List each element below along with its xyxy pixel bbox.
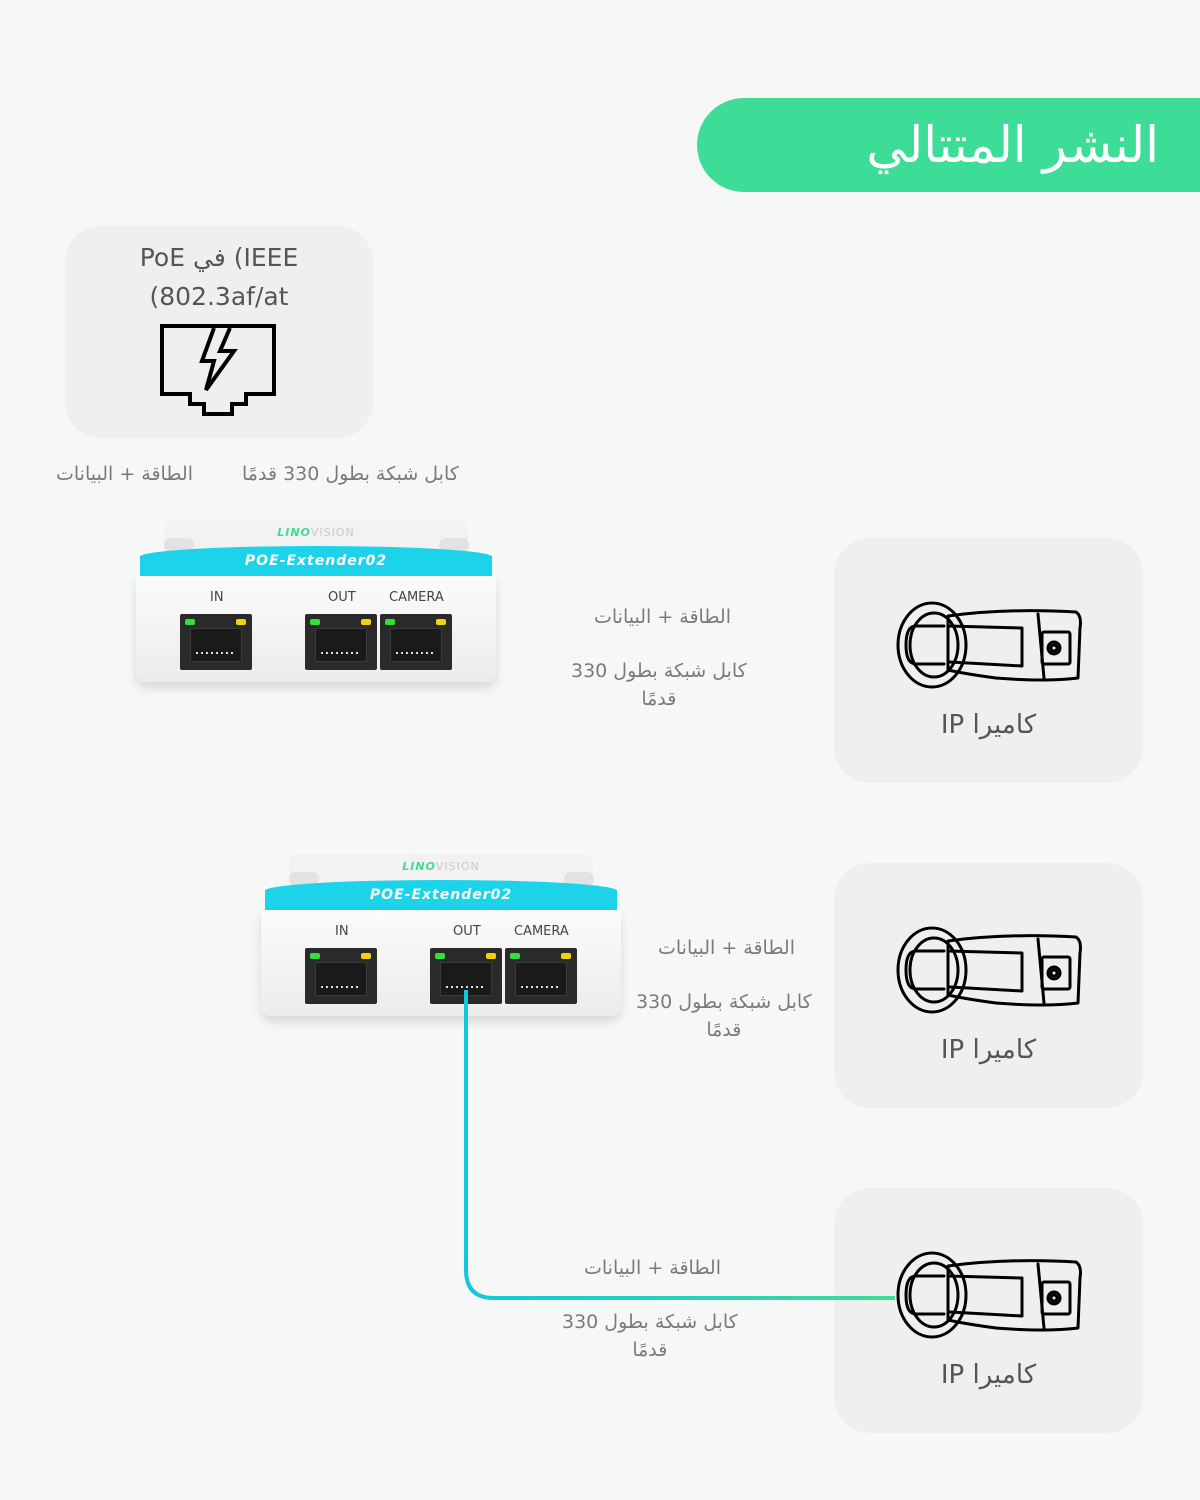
top-cable-label: كابل شبكة بطول 330 قدمًا: [242, 463, 459, 485]
link2-power-data-label: الطاقة + البيانات: [658, 937, 795, 959]
rj45-power-icon: [160, 324, 276, 416]
bullet-camera-icon: [896, 926, 1082, 1014]
device-brand: LINOVISION: [402, 860, 480, 873]
poe-source-line1: PoE في (IEEE: [139, 243, 299, 272]
camera-card-1: كاميرا IP: [834, 538, 1143, 783]
port-label-out: OUT: [328, 590, 356, 605]
port-camera[interactable]: [505, 948, 577, 1004]
camera-card-2: كاميرا IP: [834, 863, 1143, 1108]
top-power-data-label: الطاقة + البيانات: [56, 463, 193, 485]
port-label-out: OUT: [453, 924, 481, 939]
camera-label: كاميرا IP: [940, 710, 1037, 740]
poe-source-line2: (802.3af/at: [149, 282, 289, 311]
port-out[interactable]: [430, 948, 502, 1004]
port-label-camera: CAMERA: [514, 924, 569, 939]
port-camera[interactable]: [380, 614, 452, 670]
poe-extender-2: LINOVISION POE-Extender02 IN OUT CAMERA: [259, 854, 623, 1022]
device-brand: LINOVISION: [277, 526, 355, 539]
device-label-band: POE-Extender02: [265, 880, 617, 912]
port-label-in: IN: [210, 590, 224, 605]
port-label-camera: CAMERA: [389, 590, 444, 605]
device-model: POE-Extender02: [244, 553, 388, 569]
device-body: IN OUT CAMERA: [261, 910, 621, 1016]
device-model: POE-Extender02: [369, 887, 513, 903]
bullet-camera-icon: [896, 601, 1082, 689]
camera-label: كاميرا IP: [940, 1035, 1037, 1065]
bullet-camera-icon: [896, 1251, 1082, 1339]
device-label-band: POE-Extender02: [140, 546, 492, 578]
link1-power-data-label: الطاقة + البيانات: [594, 606, 731, 628]
page-title: النشر المتتالي: [866, 116, 1159, 174]
port-out[interactable]: [305, 614, 377, 670]
mount-hole: [439, 538, 469, 552]
port-in[interactable]: [305, 948, 377, 1004]
title-banner: النشر المتتالي: [697, 98, 1200, 192]
camera-label: كاميرا IP: [940, 1360, 1037, 1390]
device-body: IN OUT CAMERA: [136, 576, 496, 682]
link3-power-data-label: الطاقة + البيانات: [584, 1257, 721, 1279]
poe-source-card: PoE في (IEEE (802.3af/at: [65, 226, 373, 438]
port-in[interactable]: [180, 614, 252, 670]
camera-card-3: كاميرا IP: [834, 1188, 1143, 1433]
mount-hole: [564, 872, 594, 886]
poe-source-text: PoE في (IEEE (802.3af/at: [65, 238, 373, 316]
port-label-in: IN: [335, 924, 349, 939]
poe-extender-1: LINOVISION POE-Extender02 IN OUT CAMERA: [134, 520, 498, 688]
